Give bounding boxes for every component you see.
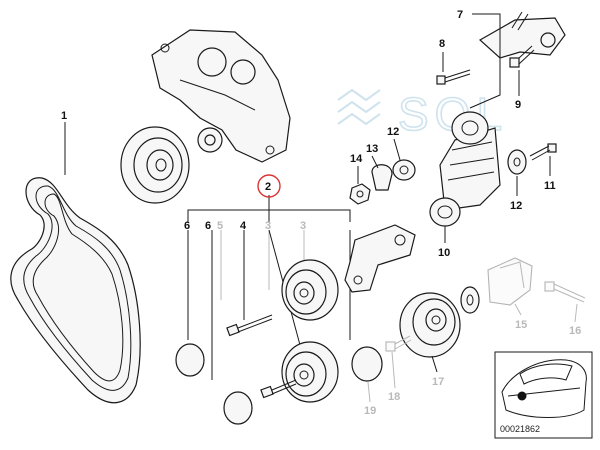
dust-cap-upper <box>175 343 205 377</box>
bolt-9 <box>509 45 535 68</box>
nut-14 <box>349 183 371 205</box>
top-bracket <box>478 11 566 59</box>
callout-4: 4 <box>240 220 247 232</box>
idler-pulley-lower <box>281 341 339 403</box>
idler-pulley-upper <box>281 259 339 321</box>
ribbed-belt <box>10 177 141 404</box>
crank-pulley <box>120 126 190 204</box>
callout-17: 17 <box>432 376 444 388</box>
washer-lower <box>460 286 480 314</box>
tensioner-pulley-17 <box>399 292 461 358</box>
engine-location-marker <box>517 391 527 401</box>
water-pump-housing <box>151 29 291 163</box>
callout-6b: 6 <box>205 220 211 232</box>
callout-2-ring <box>257 174 281 198</box>
callout-3a: 3 <box>265 220 271 232</box>
diagram-number: 00021862 <box>500 424 540 434</box>
callout-6a: 6 <box>184 220 190 232</box>
bolt-4-upper <box>226 314 273 337</box>
callout-5: 5 <box>217 220 223 232</box>
leader-lines <box>64 13 578 403</box>
callout-18: 18 <box>388 391 400 403</box>
callout-9: 9 <box>515 99 521 111</box>
callout-8: 8 <box>439 38 445 50</box>
tensioner-bracket <box>344 224 416 293</box>
callout-13: 13 <box>366 143 378 155</box>
bolt-11 <box>529 143 557 161</box>
callout-11: 11 <box>544 180 556 192</box>
callout-2: 2 <box>265 181 271 193</box>
callout-12a: 12 <box>387 126 399 138</box>
bolt-8 <box>436 69 471 85</box>
spacer-13 <box>371 164 393 191</box>
bolt-18 <box>385 335 412 352</box>
callout-1: 1 <box>61 110 67 122</box>
washer-12-right <box>507 149 527 175</box>
callout-15: 15 <box>515 319 527 331</box>
callout-10: 10 <box>438 247 450 259</box>
watermark-logo <box>337 88 381 126</box>
callout-14: 14 <box>350 153 363 165</box>
callout-3b: 3 <box>300 220 306 232</box>
bolt-16 <box>544 281 586 303</box>
dust-cap-lower <box>223 391 253 425</box>
callout-16: 16 <box>569 325 581 337</box>
dust-cap-19 <box>351 346 383 382</box>
vehicle-locator-inset: 00021862 <box>494 351 593 439</box>
bolt-4-lower <box>260 379 297 399</box>
callout-19: 19 <box>364 405 376 417</box>
callout-12b: 12 <box>510 200 522 212</box>
tensioner-arm-15 <box>487 257 533 306</box>
callout-7: 7 <box>457 9 463 21</box>
washer-12-left <box>392 159 416 181</box>
hydraulic-tensioner <box>429 111 501 227</box>
